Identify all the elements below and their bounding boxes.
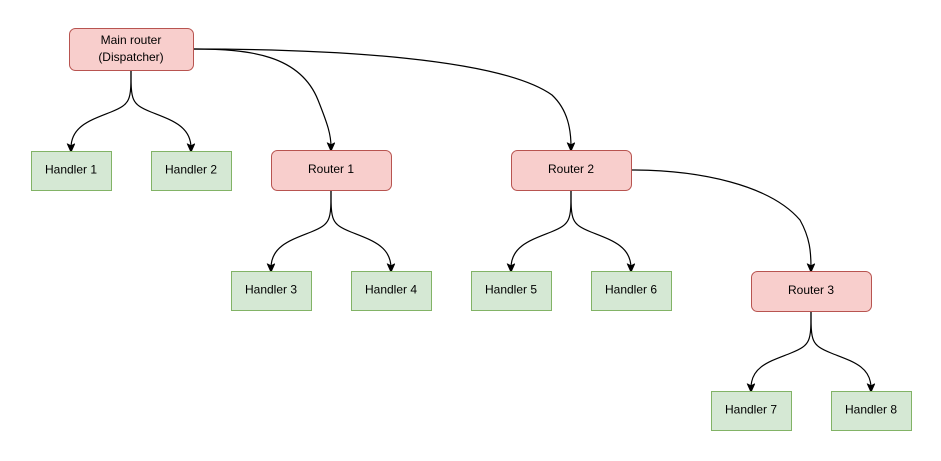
node-handler-2[interactable]: Handler 2 <box>151 151 232 191</box>
nodes-layer: Main router(Dispatcher) Handler 1 Handler … <box>31 28 912 431</box>
edges-layer <box>71 48 871 388</box>
edge-router-1-to-handler-4[interactable] <box>330 189 391 268</box>
edge-router-3-to-handler-8[interactable] <box>810 310 871 388</box>
node-box-main-router[interactable] <box>69 28 194 71</box>
node-handler-5[interactable]: Handler 5 <box>471 271 552 311</box>
node-handler-1[interactable]: Handler 1 <box>31 151 112 191</box>
node-handler-6[interactable]: Handler 6 <box>591 271 672 311</box>
node-box-router-1[interactable] <box>271 150 392 191</box>
node-handler-4[interactable]: Handler 4 <box>351 271 432 311</box>
edge-router-1-to-handler-3[interactable] <box>271 189 332 268</box>
node-main-router[interactable]: Main router(Dispatcher) <box>69 28 194 71</box>
edge-router-2-to-handler-6[interactable] <box>570 189 631 268</box>
node-handler-3[interactable]: Handler 3 <box>231 271 312 311</box>
node-router-1[interactable]: Router 1 <box>271 150 392 191</box>
edge-router-2-to-router-3[interactable] <box>630 169 811 268</box>
node-box-router-2[interactable] <box>511 150 632 191</box>
node-router-3[interactable]: Router 3 <box>751 271 872 312</box>
node-box-router-3[interactable] <box>751 271 872 312</box>
node-box-handler-2[interactable] <box>151 151 232 191</box>
node-router-2[interactable]: Router 2 <box>511 150 632 191</box>
node-box-handler-7[interactable] <box>711 391 792 431</box>
edge-router-2-to-handler-5[interactable] <box>511 189 572 268</box>
edge-main-to-handler-2[interactable] <box>130 69 191 148</box>
edge-main-to-router-1[interactable] <box>192 48 331 147</box>
node-handler-8[interactable]: Handler 8 <box>831 391 912 431</box>
node-handler-7[interactable]: Handler 7 <box>711 391 792 431</box>
edge-router-3-to-handler-7[interactable] <box>751 310 812 388</box>
node-box-handler-4[interactable] <box>351 271 432 311</box>
edge-main-to-handler-1[interactable] <box>71 69 132 148</box>
node-box-handler-1[interactable] <box>31 151 112 191</box>
node-box-handler-5[interactable] <box>471 271 552 311</box>
node-box-handler-6[interactable] <box>591 271 672 311</box>
node-box-handler-3[interactable] <box>231 271 312 311</box>
edge-main-to-router-2[interactable] <box>192 48 571 147</box>
node-box-handler-8[interactable] <box>831 391 912 431</box>
